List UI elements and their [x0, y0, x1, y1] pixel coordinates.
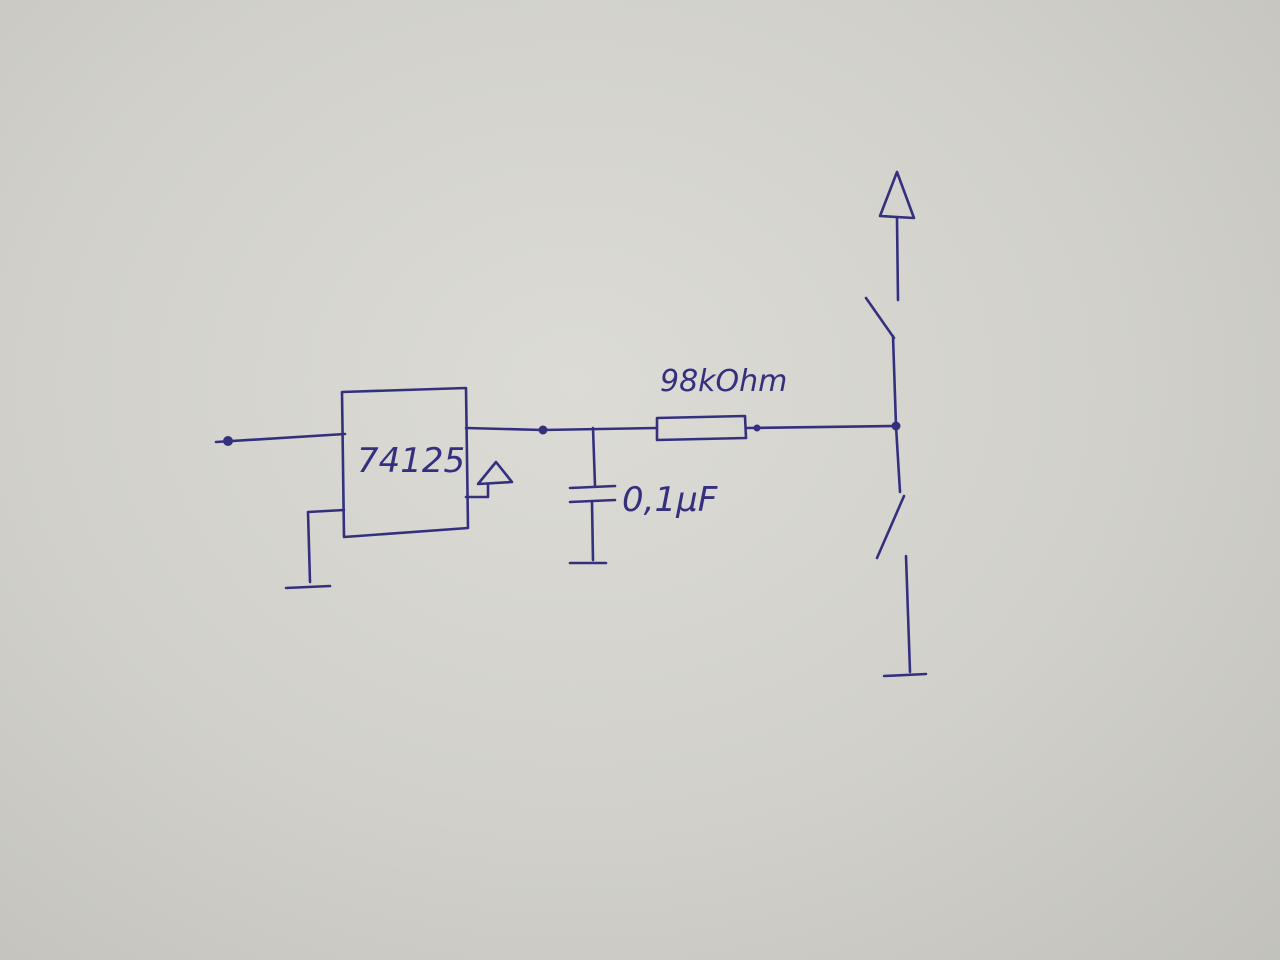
capacitor-bottom-lead — [590, 500, 595, 562]
buffer-chip-body — [340, 386, 470, 539]
supply-wire-top — [895, 216, 900, 302]
resistor-end-dot — [753, 424, 761, 432]
resistor-right-wire — [744, 424, 898, 430]
lower-switch-lead — [894, 424, 902, 494]
enable-wire — [306, 508, 346, 584]
capacitor-top-lead — [591, 426, 597, 488]
chip-supply-wire — [464, 482, 490, 499]
ground-symbol-right — [882, 672, 928, 678]
resistor-body — [655, 414, 748, 442]
upper-switch-lead — [891, 334, 898, 428]
ground-symbol-left — [284, 584, 332, 590]
capacitor-label: 0,1µF — [622, 480, 718, 520]
supply-arrow-chip — [476, 460, 514, 486]
lower-switch-blade — [875, 494, 906, 560]
capacitor-plate-top — [568, 484, 617, 490]
output-wire — [464, 426, 659, 432]
input-wire — [214, 432, 347, 444]
junction-dot-output — [538, 425, 548, 435]
chip-label: 74125 — [357, 441, 465, 481]
ground-wire-right — [904, 554, 912, 674]
upper-switch-blade — [864, 296, 896, 340]
resistor-label: 98kOhm — [660, 364, 787, 399]
supply-arrow-top — [878, 170, 916, 220]
